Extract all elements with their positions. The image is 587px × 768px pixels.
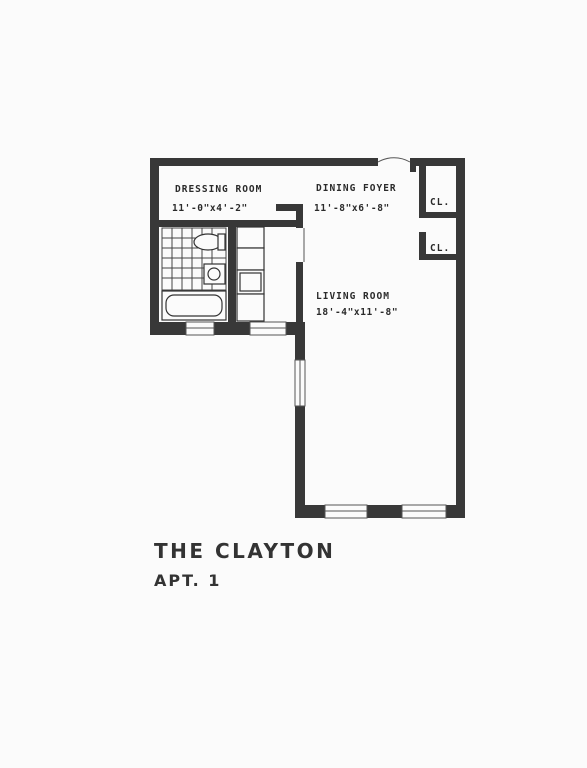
unit-label: APT. 1: [154, 571, 222, 590]
closet-label: CL.: [430, 197, 450, 208]
room-dimensions: 11'-8"x6'-8": [314, 203, 390, 214]
bathtub-icon: [161, 290, 227, 321]
kitchenette: [236, 226, 265, 322]
room-name: DINING FOYER: [316, 183, 397, 194]
sink-icon: [203, 263, 226, 285]
windows: [185, 321, 447, 519]
door-swings: [303, 157, 411, 262]
toilet-icon: [193, 233, 226, 251]
room-labels: DRESSING ROOM 11'-0"x4'-2" DINING FOYER …: [172, 183, 450, 318]
building-name: THE CLAYTON: [154, 539, 336, 563]
closet-label: CL.: [430, 243, 450, 254]
room-dimensions: 18'-4"x11'-8": [316, 307, 398, 318]
room-name: LIVING ROOM: [316, 291, 390, 302]
room-dimensions: 11'-0"x4'-2": [172, 203, 248, 214]
room-name: DRESSING ROOM: [175, 184, 262, 195]
